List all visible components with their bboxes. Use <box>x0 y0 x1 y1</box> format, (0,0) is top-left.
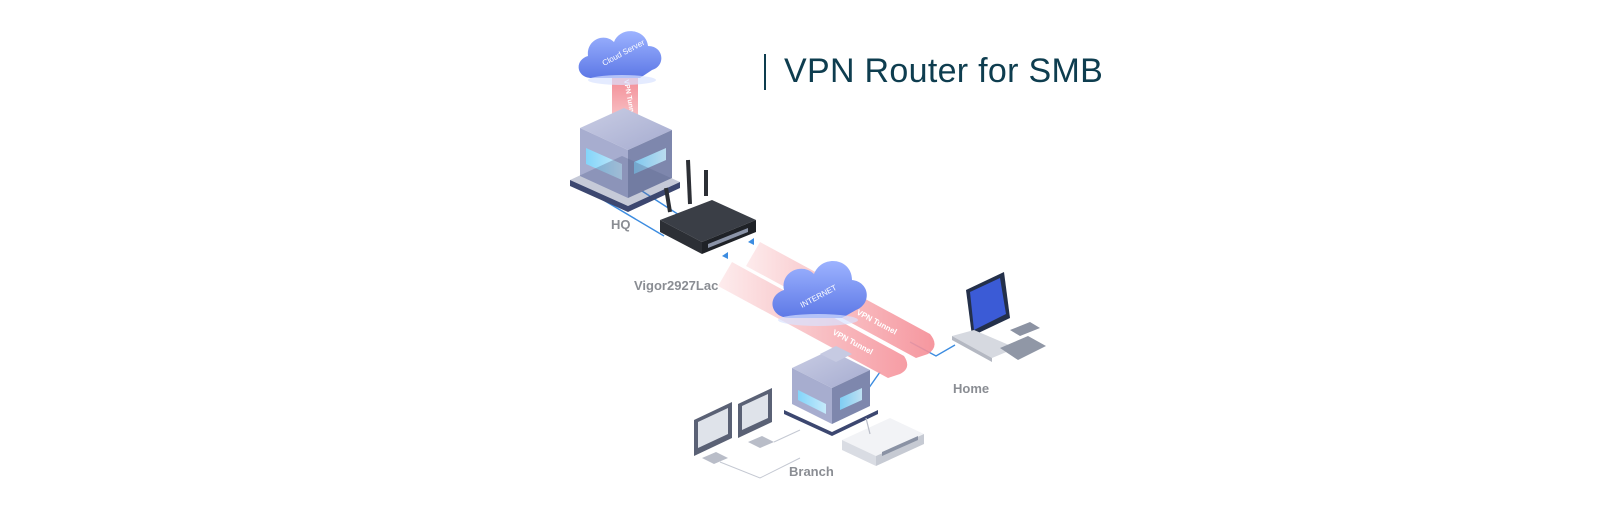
branch-building <box>784 346 878 436</box>
cloud-server-node: VPN Tunnel Cloud Server <box>578 31 662 134</box>
branch-label: Branch <box>789 464 834 479</box>
arrow-up-icon-2 <box>748 238 754 245</box>
link-hq-router-2 <box>599 197 665 237</box>
router-label: Vigor2927Lac <box>634 278 718 293</box>
title-divider <box>764 54 766 90</box>
home-devices <box>952 272 1046 362</box>
cloud-icon <box>578 31 662 78</box>
hq-label: HQ <box>611 217 631 232</box>
branch-switch <box>842 418 924 466</box>
internet-cloud-icon <box>772 261 867 318</box>
link-branch-switch <box>865 417 871 435</box>
internet-node: INTERNET <box>772 261 867 326</box>
router-device <box>660 159 756 254</box>
arrow-up-icon <box>722 252 728 259</box>
hq-building <box>570 108 680 212</box>
branch-monitors <box>694 388 801 479</box>
page-title: VPN Router for SMB <box>784 52 1104 90</box>
home-label: Home <box>953 381 989 396</box>
